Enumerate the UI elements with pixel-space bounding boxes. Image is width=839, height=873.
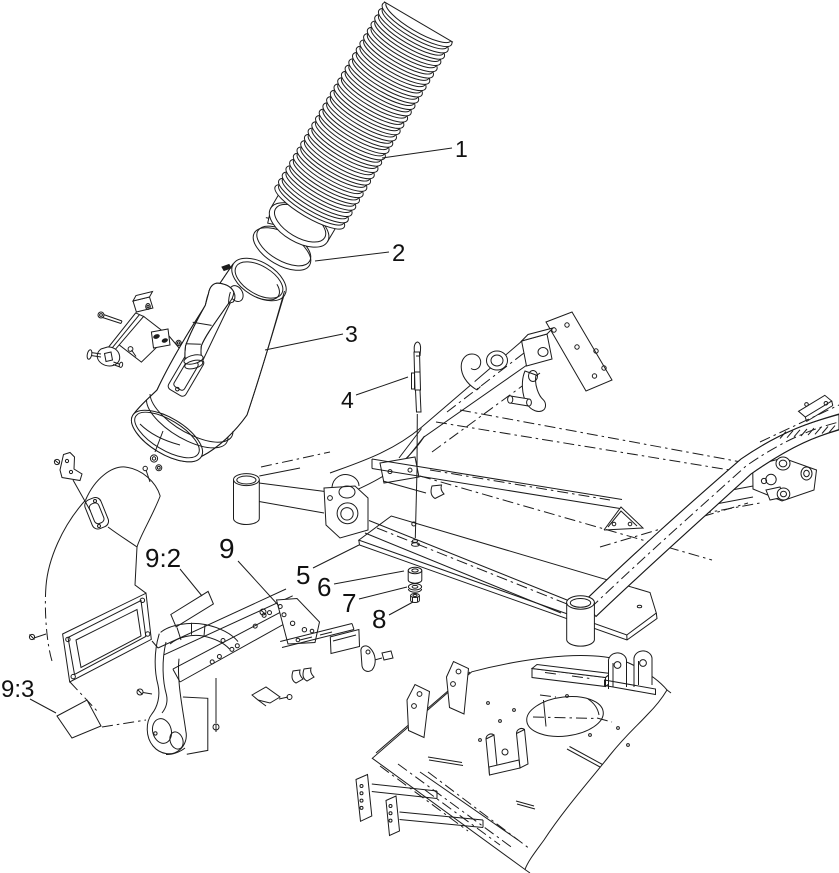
svg-text:8: 8: [372, 604, 386, 634]
svg-text:3: 3: [345, 321, 358, 347]
svg-text:7: 7: [342, 588, 356, 618]
svg-text:9: 9: [219, 533, 235, 564]
svg-text:2: 2: [392, 240, 405, 267]
svg-text:5: 5: [296, 560, 310, 590]
svg-text:4: 4: [341, 387, 354, 413]
svg-text:1: 1: [455, 136, 468, 162]
svg-text:9:2: 9:2: [145, 543, 181, 573]
svg-text:9:3: 9:3: [1, 676, 34, 703]
svg-text:6: 6: [317, 572, 331, 602]
